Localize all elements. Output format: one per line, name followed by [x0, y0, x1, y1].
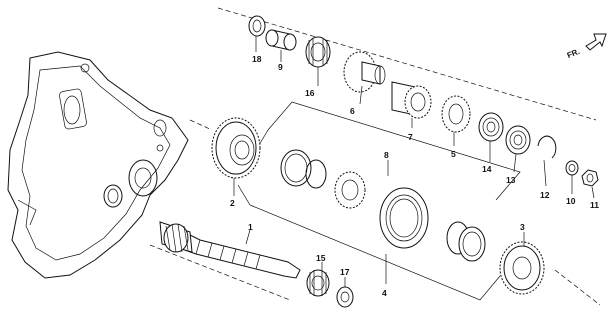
needle-bearing-16	[305, 36, 331, 68]
synchro-sleeve	[379, 187, 429, 249]
callout-leader-lines	[233, 36, 595, 287]
callout-labels: 18 9 16 6 7 5 14 13 12 10 11 8 2 1 3 15 …	[230, 54, 599, 298]
washer-17	[336, 286, 354, 308]
callout-4: 4	[382, 288, 387, 298]
front-direction-arrow: FR.	[566, 33, 607, 60]
callout-17: 17	[340, 267, 350, 277]
collar-18	[248, 15, 266, 37]
mainshaft	[159, 221, 301, 279]
synchro-ring-right	[446, 221, 486, 262]
callout-5: 5	[451, 149, 456, 159]
callout-8: 8	[384, 150, 389, 160]
needle-bearing-15	[306, 269, 330, 297]
callout-15: 15	[316, 253, 326, 263]
housing-seal-ring	[103, 184, 123, 208]
assembly-guide-lines	[149, 7, 601, 306]
locknut-11	[581, 169, 599, 187]
callout-16: 16	[305, 88, 315, 98]
callout-10: 10	[566, 196, 576, 206]
callout-1: 1	[248, 222, 253, 232]
callout-12: 12	[540, 190, 550, 200]
ball-bearing-14	[478, 112, 504, 142]
transmission-housing	[7, 51, 189, 279]
direction-label: FR.	[566, 47, 581, 60]
snap-ring-12	[537, 135, 557, 159]
synchro-hub	[334, 171, 366, 209]
callout-18: 18	[252, 54, 262, 64]
gear-2	[211, 117, 261, 179]
callout-2: 2	[230, 198, 235, 208]
spacer-collar-9	[265, 29, 297, 51]
synchro-ring-left	[280, 149, 312, 187]
ball-bearing-13	[505, 125, 531, 155]
callout-3: 3	[520, 222, 525, 232]
callout-6: 6	[350, 106, 355, 116]
gear-6	[343, 51, 386, 93]
gear-7	[391, 81, 432, 119]
synchro-ring-thin	[305, 159, 327, 189]
gear-5	[441, 95, 471, 133]
callout-7: 7	[408, 132, 413, 142]
gear-3	[499, 241, 545, 295]
washer-10	[565, 160, 579, 176]
callout-13: 13	[506, 175, 516, 185]
callout-11: 11	[590, 200, 599, 210]
callout-9: 9	[278, 62, 283, 72]
callout-14: 14	[482, 164, 492, 174]
